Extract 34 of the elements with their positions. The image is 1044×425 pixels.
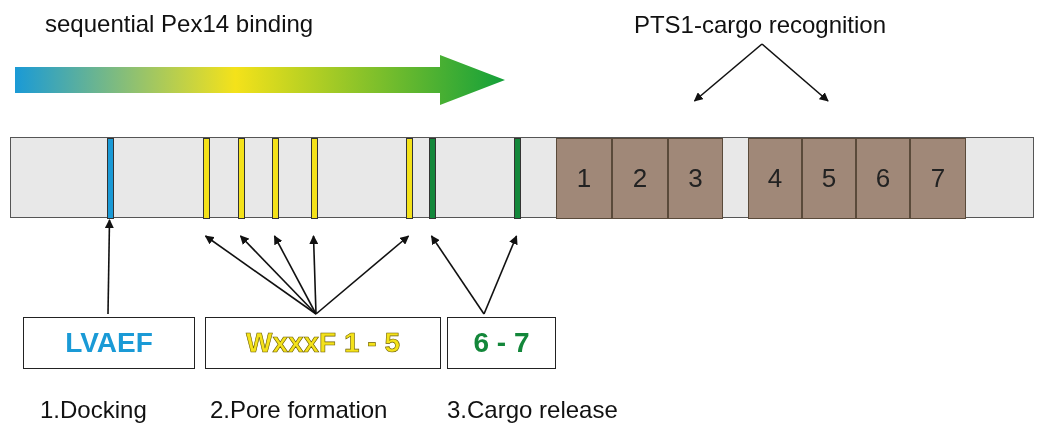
- arrow: [273, 235, 317, 315]
- tpr-domain-box: 6: [856, 138, 910, 219]
- tpr-domain-box: 4: [748, 138, 802, 219]
- step-label: 1.Docking: [40, 396, 147, 424]
- arrow: [315, 235, 410, 315]
- motif-stripe: [272, 138, 279, 219]
- tpr-domain-box: 1: [556, 138, 612, 219]
- tpr-domain-box: 7: [910, 138, 966, 219]
- arrow: [761, 43, 829, 102]
- arrow: [430, 235, 485, 315]
- motif-stripe: [406, 138, 413, 219]
- motif-box: WxxxF 1 - 5: [205, 317, 441, 369]
- arrow: [104, 219, 114, 315]
- motif-box: 6 - 7: [447, 317, 556, 369]
- step-label: 3.Cargo release: [447, 396, 618, 424]
- motif-box: LVAEF: [23, 317, 195, 369]
- motif-stripe: [514, 138, 521, 219]
- motif-stripe: [311, 138, 318, 219]
- motif-stripe: [203, 138, 210, 219]
- step-label: 2.Pore formation: [210, 396, 388, 424]
- arrow: [239, 235, 317, 315]
- arrow: [204, 235, 317, 315]
- arrow: [309, 235, 319, 315]
- protein-bar: [10, 137, 1034, 218]
- annotation-text: PTS1-cargo recognition: [600, 8, 920, 42]
- tpr-domain-box: 2: [612, 138, 668, 219]
- motif-stripe: [429, 138, 436, 219]
- motif-stripe: [238, 138, 245, 219]
- arrow: [693, 43, 763, 102]
- arrow: [483, 235, 518, 315]
- motif-stripe: [107, 138, 114, 219]
- tpr-domain-box: 5: [802, 138, 856, 219]
- tpr-domain-box: 3: [668, 138, 723, 219]
- heading-text: sequential Pex14 binding: [45, 10, 314, 38]
